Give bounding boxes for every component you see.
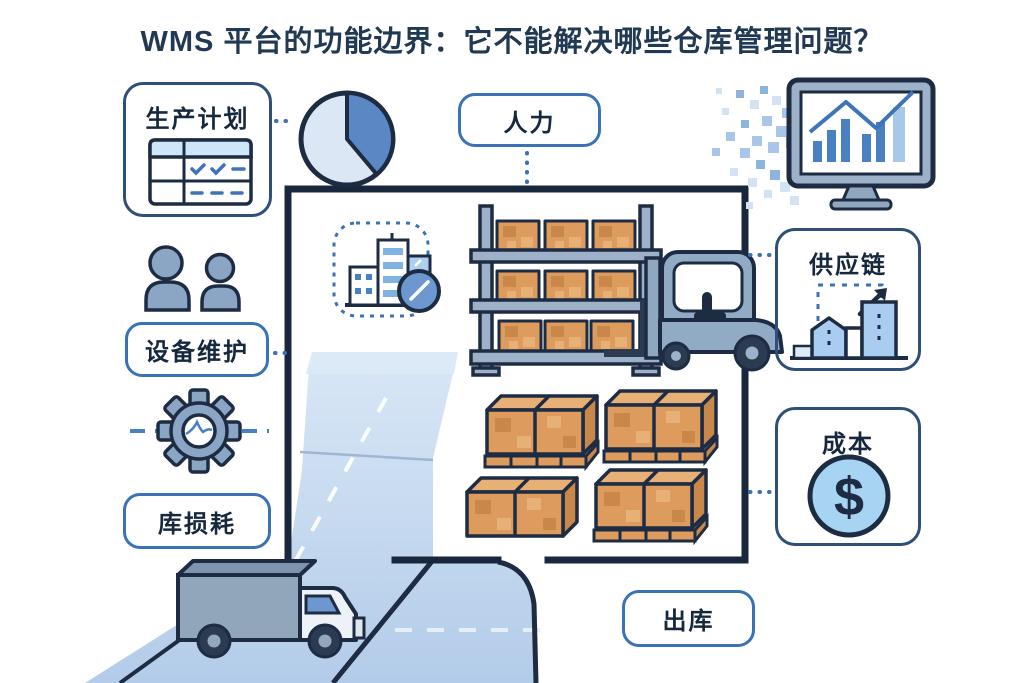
factory-clock-icon <box>332 221 441 318</box>
schedule-table-icon <box>148 138 253 206</box>
forklift-icon <box>604 250 784 372</box>
inventory-loss-text: 库损耗 <box>158 510 236 538</box>
card-supply-chain: 供应链 <box>775 228 921 371</box>
dotted-connectors <box>273 119 774 494</box>
label-equipment-maintenance: 设备维护 <box>125 322 269 377</box>
cost-text: 成本 <box>822 431 874 458</box>
manpower-text: 人力 <box>503 109 556 137</box>
equipment-maintenance-text: 设备维护 <box>145 339 249 366</box>
dollar-coin-icon: $ <box>807 454 891 538</box>
card-production-planning: 生产计划 <box>123 82 272 217</box>
supply-chain-growth-icon <box>790 283 908 360</box>
card-production-planning-label: 生产计划 <box>145 106 250 133</box>
label-manpower: 人力 <box>458 93 601 147</box>
gear-icon <box>130 388 269 474</box>
supply-chain-text: 供应链 <box>809 252 887 279</box>
page-title: WMS 平台的功能边界：它不能解决哪些仓库管理问题？ <box>140 26 884 58</box>
workers-icon <box>144 245 241 312</box>
dollar-sign: $ <box>834 467 864 527</box>
label-inventory-loss: 库损耗 <box>123 493 271 549</box>
truck-icon <box>176 559 366 659</box>
pallet-boxes-icon <box>465 389 719 543</box>
pie-chart-icon <box>298 90 396 188</box>
outbound-text: 出库 <box>662 608 715 635</box>
card-cost: 成本 <box>775 407 921 546</box>
warehouse-outline <box>284 185 749 567</box>
monitor-chart-icon <box>786 77 936 211</box>
label-outbound: 出库 <box>622 590 755 647</box>
